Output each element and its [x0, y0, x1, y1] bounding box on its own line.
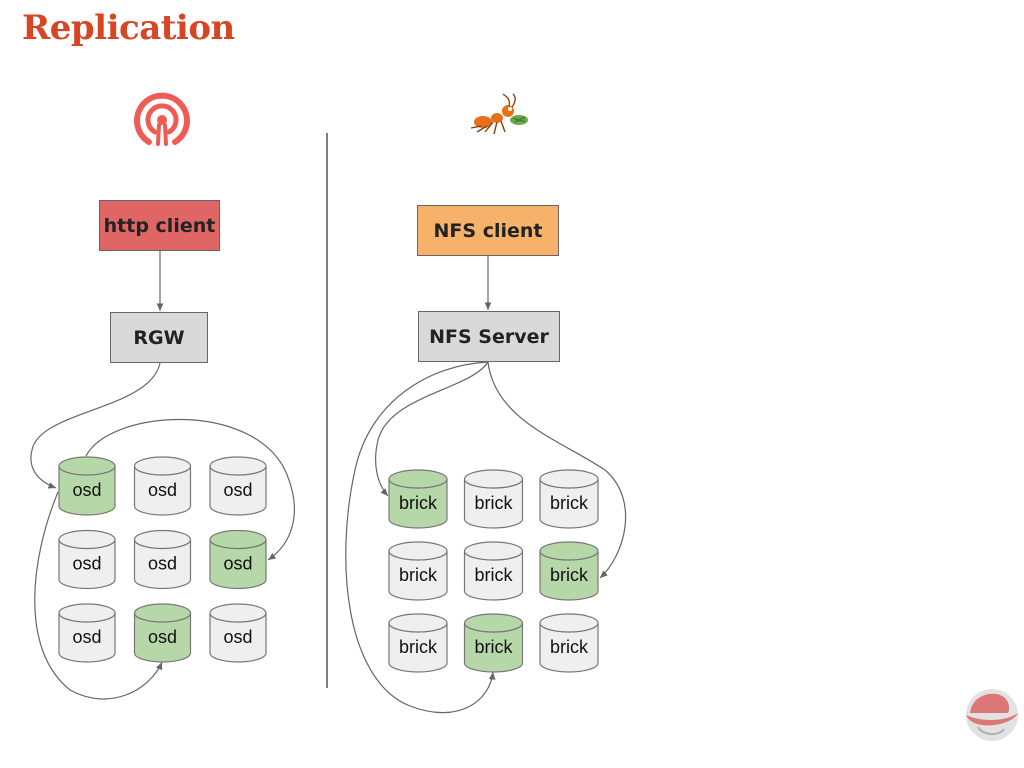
brick-disk: brick — [388, 469, 448, 529]
osd-disk: osd — [133, 603, 192, 663]
osd-disk: osd — [58, 529, 116, 590]
arrow-osd-1-to-osd-8 — [34, 491, 163, 700]
redhat-shadowman-icon — [966, 689, 1018, 741]
brick-disk-label: brick — [474, 565, 513, 585]
osd-disk-top — [209, 603, 267, 623]
osd-disk-top — [58, 529, 116, 550]
osd-disk-label: osd — [148, 480, 177, 500]
ceph-logo-icon — [134, 92, 190, 146]
brick-disk-top — [539, 541, 599, 561]
brick-disk-top — [463, 613, 524, 633]
brick-disk: brick — [463, 541, 524, 601]
brick-disk-top — [388, 541, 448, 561]
brick-disk-top — [388, 469, 448, 489]
rgw-box: RGW — [110, 312, 208, 363]
osd-disk-top — [209, 529, 267, 550]
arrow-server-to-brick-6 — [487, 361, 627, 579]
arrow-osd-1-to-osd-6 — [85, 418, 295, 561]
arrow-server-to-brick-1 — [375, 361, 489, 497]
osd-disk-label: osd — [72, 554, 101, 574]
nfs-server-label: NFS Server — [429, 325, 549, 348]
brick-disk-top — [539, 613, 599, 633]
arrow-rgw-to-osd-1 — [30, 362, 161, 489]
brick-disk-top — [463, 469, 524, 489]
osd-disk: osd — [133, 456, 192, 516]
osd-disk-top — [133, 603, 192, 623]
osd-disk-top — [58, 456, 116, 476]
osd-disk-label: osd — [148, 627, 177, 647]
brick-disk-label: brick — [399, 565, 438, 585]
http-client-label: http client — [103, 214, 216, 237]
nfs-server-box: NFS Server — [418, 311, 560, 362]
brick-disk: brick — [388, 613, 448, 673]
brick-disk: brick — [463, 469, 524, 529]
brick-disk: brick — [463, 613, 524, 673]
osd-disk-label: osd — [223, 627, 252, 647]
osd-disk: osd — [209, 529, 267, 590]
osd-disk: osd — [58, 456, 116, 516]
arrow-server-to-brick-8 — [345, 361, 496, 714]
osd-disk-label: osd — [72, 480, 101, 500]
brick-disk-label: brick — [550, 565, 589, 585]
brick-disk-label: brick — [550, 493, 589, 513]
brick-disk-label: brick — [399, 637, 438, 657]
osd-disk: osd — [133, 529, 192, 590]
brick-disk-label: brick — [550, 637, 589, 657]
osd-disk: osd — [209, 603, 267, 663]
brick-disk: brick — [539, 469, 599, 529]
gluster-ant-icon — [470, 93, 528, 135]
osd-disk-top — [209, 456, 267, 476]
brick-disk-top — [539, 469, 599, 489]
slide-title: Replication — [22, 8, 235, 48]
brick-disk: brick — [539, 541, 599, 601]
osd-disk-label: osd — [148, 554, 177, 574]
nfs-client-box: NFS client — [417, 205, 559, 256]
brick-disk-label: brick — [399, 493, 438, 513]
rgw-label: RGW — [133, 326, 185, 349]
nfs-client-label: NFS client — [433, 219, 543, 242]
brick-disk: brick — [539, 613, 599, 673]
brick-disk-label: brick — [474, 493, 513, 513]
osd-disk-label: osd — [72, 627, 101, 647]
osd-disk-top — [58, 603, 116, 623]
brick-disk-label: brick — [474, 637, 513, 657]
osd-disk-label: osd — [223, 480, 252, 500]
http-client-box: http client — [99, 200, 220, 251]
brick-disk-top — [388, 613, 448, 633]
osd-disk-label: osd — [223, 554, 252, 574]
brick-disk-top — [463, 541, 524, 561]
osd-disk: osd — [209, 456, 267, 516]
osd-disk: osd — [58, 603, 116, 663]
osd-disk-top — [133, 456, 192, 476]
brick-disk: brick — [388, 541, 448, 601]
osd-disk-top — [133, 529, 192, 550]
